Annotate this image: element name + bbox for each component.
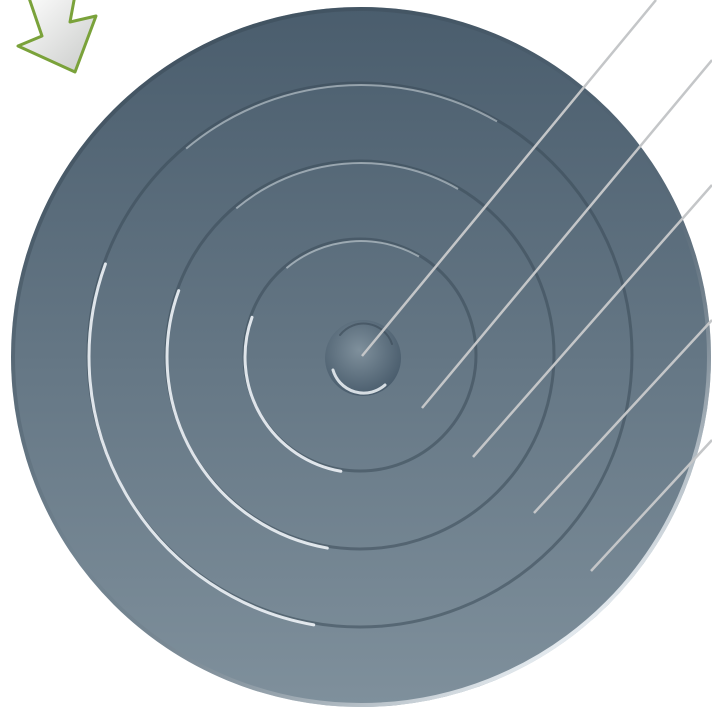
bullseye bbox=[325, 320, 401, 396]
down-left-arrow-icon bbox=[18, 0, 96, 72]
